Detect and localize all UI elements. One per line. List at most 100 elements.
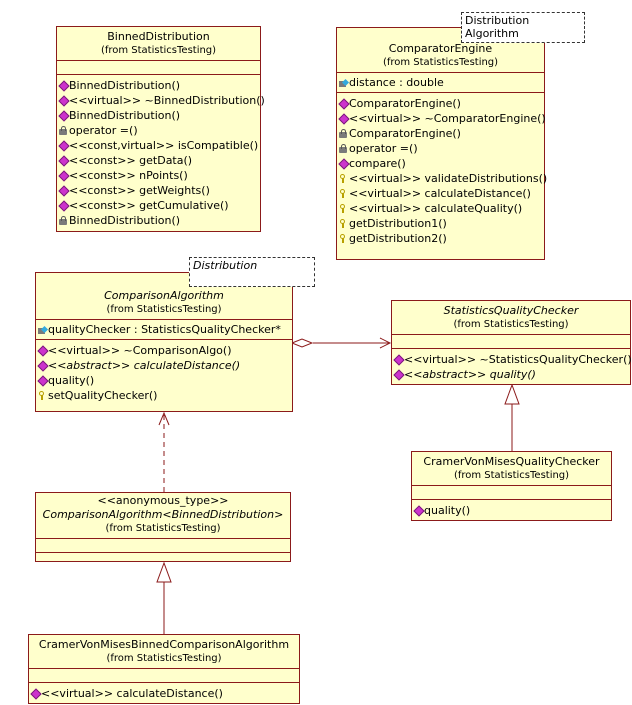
operation-row[interactable]: getDistribution1()	[339, 216, 542, 231]
class-name: ComparatorEngine	[388, 42, 493, 55]
operations-compartment: <<virtual>> ~StatisticsQualityChecker() <…	[392, 349, 632, 384]
operation-row[interactable]: ComparatorEngine()	[339, 126, 542, 141]
class-package: (from StatisticsTesting)	[453, 470, 570, 481]
member-text: <<virtual>> ~ComparatorEngine()	[349, 112, 546, 125]
private-visibility-icon	[59, 216, 68, 225]
template-param-line: Distribution	[465, 14, 530, 27]
public-visibility-icon	[394, 370, 403, 379]
private-attr-visibility-icon	[339, 78, 348, 87]
class-binned-distribution[interactable]: BinnedDistribution (from StatisticsTesti…	[56, 26, 265, 232]
member-text: setQualityChecker()	[48, 389, 158, 402]
operation-row[interactable]: <<virtual>> ~ComparisonAlgo()	[38, 343, 290, 358]
class-name: BinnedDistribution	[107, 30, 210, 43]
member-text: <<virtual>> validateDistributions()	[349, 172, 548, 185]
operation-row[interactable]: <<const,virtual>> isCompatible()	[59, 138, 258, 153]
class-package: (from StatisticsTesting)	[106, 653, 222, 664]
member-text: compare()	[349, 157, 406, 170]
operation-row[interactable]: <<virtual>> ~BinnedDistribution()	[59, 93, 265, 108]
protected-visibility-icon	[339, 174, 348, 183]
operations-compartment: <<virtual>> ~ComparisonAlgo()<<abstract>…	[36, 340, 292, 405]
protected-visibility-icon	[339, 189, 348, 198]
class-package: (from StatisticsTesting)	[382, 57, 499, 68]
operation-row[interactable]: <<const>> getCumulative()	[59, 198, 258, 213]
operation-row[interactable]: <<const>> getWeights()	[59, 183, 258, 198]
operation-row[interactable]: <<virtual>> calculateDistance()	[339, 186, 542, 201]
operation-row[interactable]: <<virtual>> ~ComparatorEngine()	[339, 111, 546, 126]
operation-row[interactable]: compare()	[339, 156, 542, 171]
class-name: ComparisonAlgorithm<BinnedDistribution>	[42, 508, 284, 521]
member-text: <<const>> getData()	[69, 154, 193, 167]
generalization-binned	[156, 561, 172, 634]
member-text: <<const>> getCumulative()	[69, 199, 229, 212]
member-text: <<virtual>> ~BinnedDistribution()	[69, 94, 265, 107]
member-text: qualityChecker : StatisticsQualityChecke…	[48, 323, 281, 336]
member-text: ComparatorEngine()	[349, 127, 461, 140]
class-cramer-von-mises-quality-checker[interactable]: CramerVonMisesQualityChecker (from Stati…	[411, 451, 612, 521]
operation-row[interactable]: BinnedDistribution()	[59, 213, 258, 228]
public-visibility-icon	[59, 141, 68, 150]
class-package: (from StatisticsTesting)	[105, 523, 221, 534]
class-statistics-quality-checker[interactable]: StatisticsQualityChecker (from Statistic…	[391, 300, 632, 385]
member-text: <<const,virtual>> isCompatible()	[69, 139, 259, 152]
operation-row[interactable]: BinnedDistribution()	[59, 78, 258, 93]
operation-row[interactable]: <<virtual>> validateDistributions()	[339, 171, 547, 186]
member-text: <<virtual>> calculateDistance()	[349, 187, 531, 200]
member-text: ComparatorEngine()	[349, 97, 461, 110]
operation-row[interactable]: ComparatorEngine()	[339, 96, 542, 111]
operation-row[interactable]: <<abstract>> quality()	[394, 367, 628, 382]
public-visibility-icon	[59, 81, 68, 90]
public-visibility-icon	[339, 159, 348, 168]
operation-row[interactable]: <<const>> getData()	[59, 153, 258, 168]
class-package: (from StatisticsTesting)	[453, 319, 569, 330]
operations-compartment: ComparatorEngine() <<virtual>> ~Comparato…	[337, 93, 547, 248]
class-header: ComparatorEngine (from StatisticsTesting…	[337, 28, 544, 73]
operations-compartment	[36, 553, 290, 566]
operation-row[interactable]: <<virtual>> calculateQuality()	[339, 201, 542, 216]
attributes-compartment	[392, 335, 630, 349]
member-text: BinnedDistribution()	[69, 214, 181, 227]
member-text: <<abstract>> quality()	[404, 368, 536, 381]
operation-row[interactable]: setQualityChecker()	[38, 388, 290, 403]
class-header: CramerVonMisesBinnedComparisonAlgorithm …	[29, 635, 299, 669]
operation-row[interactable]: <<const>> nPoints()	[59, 168, 258, 183]
attributes-compartment: qualityChecker : StatisticsQualityChecke…	[36, 320, 292, 340]
class-package: (from StatisticsTesting)	[100, 45, 217, 56]
operations-compartment: quality()	[412, 500, 611, 520]
template-parameter-note: Distribution	[189, 257, 315, 287]
operation-row[interactable]: <<virtual>> calculateDistance()	[31, 686, 297, 701]
member-text: <<const>> nPoints()	[69, 169, 188, 182]
operations-compartment: <<virtual>> calculateDistance()	[29, 683, 299, 703]
operation-row[interactable]: getDistribution2()	[339, 231, 542, 246]
class-name: CramerVonMisesBinnedComparisonAlgorithm	[38, 638, 290, 651]
member-text: <<virtual>> ~StatisticsQualityChecker()	[404, 353, 632, 366]
member-text: distance : double	[349, 76, 444, 89]
operation-row[interactable]: quality()	[38, 373, 290, 388]
class-header: BinnedDistribution (from StatisticsTesti…	[57, 27, 260, 61]
class-cramer-von-mises-binned-comparison-algorithm[interactable]: CramerVonMisesBinnedComparisonAlgorithm …	[28, 634, 300, 704]
operation-row[interactable]: quality()	[414, 503, 609, 518]
member-text: BinnedDistribution()	[69, 79, 181, 92]
class-comparator-engine[interactable]: ComparatorEngine (from StatisticsTesting…	[336, 27, 547, 260]
member-text: <<const>> getWeights()	[69, 184, 210, 197]
class-header: CramerVonMisesQualityChecker (from Stati…	[412, 452, 611, 486]
operations-compartment: BinnedDistribution()<<virtual>> ~BinnedD…	[57, 75, 265, 230]
operation-row[interactable]: operator =()	[59, 123, 258, 138]
class-comparison-algorithm[interactable]: ComparisonAlgorithm (from StatisticsTest…	[35, 272, 293, 412]
public-visibility-icon	[339, 114, 348, 123]
class-header: StatisticsQualityChecker (from Statistic…	[392, 301, 630, 335]
operation-row[interactable]: <<abstract>> calculateDistance()	[38, 358, 290, 373]
instantiation-dependency	[158, 411, 170, 492]
generalization-checker	[504, 383, 520, 451]
class-name: ComparisonAlgorithm	[104, 289, 224, 302]
class-anonymous-type[interactable]: <<anonymous_type>> ComparisonAlgorithm<B…	[35, 492, 291, 562]
operation-row[interactable]: BinnedDistribution()	[59, 108, 258, 123]
operation-row[interactable]: <<virtual>> ~StatisticsQualityChecker()	[394, 352, 632, 367]
class-name: CramerVonMisesQualityChecker	[423, 455, 600, 468]
attribute-row[interactable]: qualityChecker : StatisticsQualityChecke…	[38, 322, 290, 337]
member-text: operator =()	[349, 142, 418, 155]
operation-row[interactable]: operator =()	[339, 141, 542, 156]
attributes-compartment	[29, 669, 299, 683]
public-visibility-icon	[414, 506, 423, 515]
attribute-row[interactable]: distance : double	[339, 75, 542, 90]
class-header: <<anonymous_type>> ComparisonAlgorithm<B…	[36, 493, 290, 539]
